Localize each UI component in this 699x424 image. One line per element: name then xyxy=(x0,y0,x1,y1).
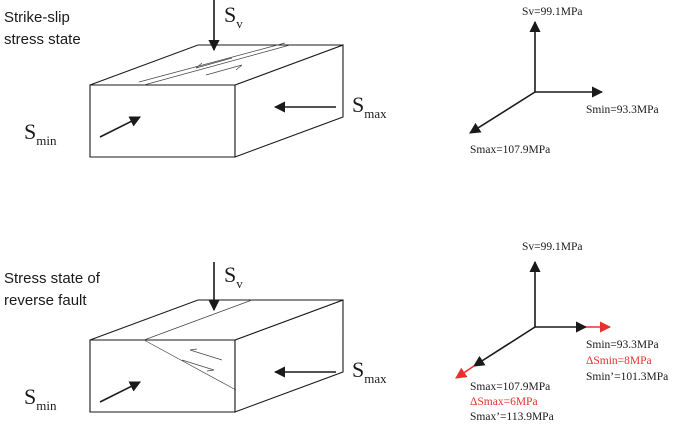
smax-axis xyxy=(473,326,536,367)
smax-value: Smax=107.9MPa xyxy=(470,381,550,393)
smin-value: Smin=93.3MPa xyxy=(586,339,659,351)
strike-slip-stress-axes: Sv=99.1MPa Smin=93.3MPa Smax=107.9MPa xyxy=(469,6,659,156)
dsmax-value: ΔSmax=6MPa xyxy=(470,396,538,408)
smin-symbol: Smin xyxy=(24,119,57,148)
smax-value: Smax=107.9MPa xyxy=(470,144,550,156)
panel-title-line1: Strike-slip xyxy=(4,9,70,26)
smin-prime-value: Smin’=101.3MPa xyxy=(586,371,668,383)
block-front-face xyxy=(89,339,236,413)
smax-symbol: Smax xyxy=(352,357,387,386)
smin-symbol: Smin xyxy=(24,384,57,413)
smin-value: Smin=93.3MPa xyxy=(586,104,659,116)
block-top-face xyxy=(89,299,344,341)
panel-title-line1: Stress state of xyxy=(4,270,101,287)
strike-slip-block xyxy=(89,42,344,158)
fault-trace-line xyxy=(143,44,291,86)
smax-axis xyxy=(469,91,536,134)
panel-title-line2: stress state xyxy=(4,31,81,48)
reverse-fault-panel: Stress state of reverse fault Sv Smax Sm… xyxy=(4,262,387,413)
fault-plane-line xyxy=(143,339,237,391)
sv-symbol: Sv xyxy=(224,262,243,291)
slip-half-arrow-upper xyxy=(195,57,233,69)
sv-value: Sv=99.1MPa xyxy=(522,6,582,18)
fault-trace-line-2 xyxy=(138,42,286,83)
smax-prime-value: Smax’=113.9MPa xyxy=(470,411,554,423)
dsmax-increment-arrow xyxy=(455,365,475,379)
smax-symbol: Smax xyxy=(352,92,387,121)
reverse-fault-stress-axes: Sv=99.1MPa Smin=93.3MPa ΔSmin=8MPa Smin’… xyxy=(455,241,668,423)
strike-slip-panel: Strike-slip stress state Sv Smax Smin xyxy=(4,0,387,158)
slip-half-arrow-upper xyxy=(189,348,223,361)
slip-half-arrow-lower xyxy=(205,64,243,76)
sv-value: Sv=99.1MPa xyxy=(522,241,582,253)
panel-title-line2: reverse fault xyxy=(4,292,87,309)
reverse-fault-block xyxy=(89,299,344,413)
block-front-face xyxy=(89,84,236,158)
dsmin-value: ΔSmin=8MPa xyxy=(586,355,652,367)
slip-half-arrow-lower xyxy=(181,359,215,372)
sv-symbol: Sv xyxy=(224,2,243,31)
smin-arrow xyxy=(99,116,142,138)
fault-trace-line xyxy=(143,299,253,341)
smin-arrow xyxy=(99,381,142,403)
